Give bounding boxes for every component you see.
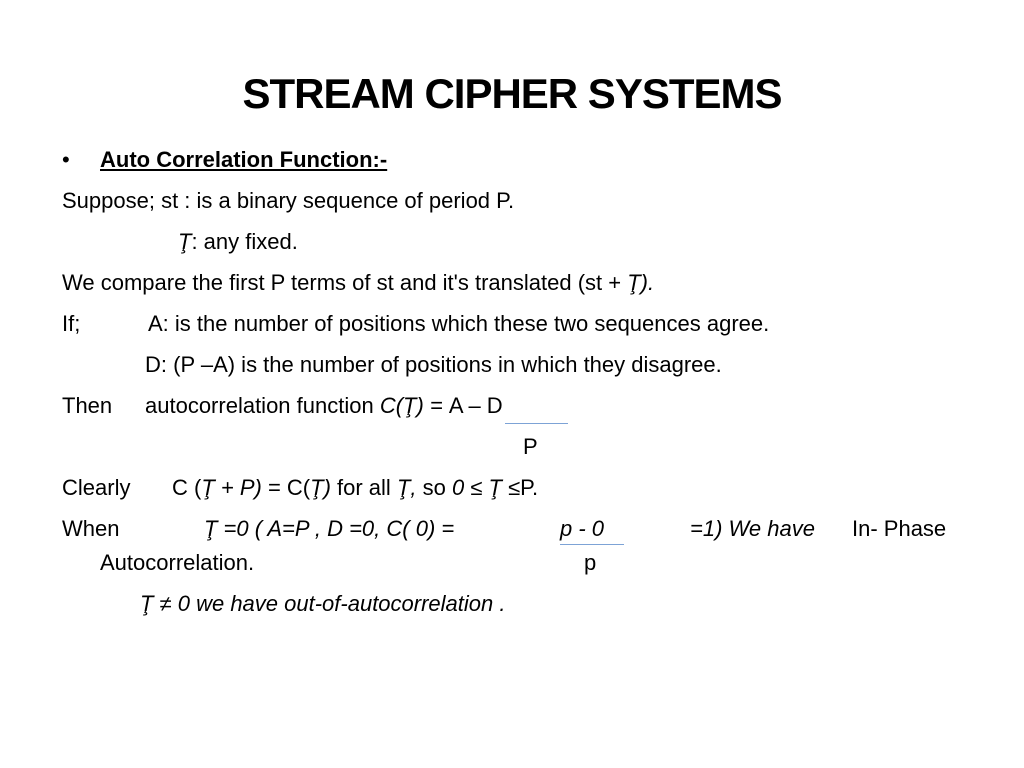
line-clearly: C (Ţ + P) = C(Ţ) for all Ţ, so 0 ≤ Ţ ≤P. [172,475,539,500]
when-fraction-denominator: p [584,550,597,575]
line-clearly-label: Clearly [62,475,131,500]
when-fraction-numerator: p - 0 [560,516,605,541]
line-when-condition: Ţ =0 ( A=P , D =0, C( 0) = [204,516,455,541]
bullet: • [62,147,70,172]
line-tau-fixed: Ţ: any fixed. [178,229,298,254]
line-agree: A: is the number of positions which thes… [148,311,770,336]
line-suppose: Suppose; st : is a binary sequence of pe… [62,188,515,213]
line-then-label: Then [62,393,113,418]
line-out-of-phase: Ţ ≠ 0 we have out-of-autocorrelation . [140,591,506,616]
tau-symbol: Ţ [178,229,192,254]
line-when-result: =1) We have [690,516,815,541]
line-disagree: D: (P –A) is the number of positions in … [145,352,722,377]
fraction-numerator: A – D [448,393,503,418]
line-when-label: When [62,516,120,541]
fraction-denominator: P [523,434,538,459]
line-autocorrelation: autocorrelation function C(Ţ) = A – D [145,393,503,418]
line-autocorrelation-word: Autocorrelation. [100,550,255,575]
line-if-label: If; [62,311,81,336]
section-heading: Auto Correlation Function:- [100,147,388,172]
when-fraction-bar [560,544,624,545]
fraction-bar [505,423,568,424]
slide-title: STREAM CIPHER SYSTEMS [242,70,782,117]
line-compare: We compare the first P terms of st and i… [62,270,655,295]
line-when-tail: In- Phase [852,516,947,541]
